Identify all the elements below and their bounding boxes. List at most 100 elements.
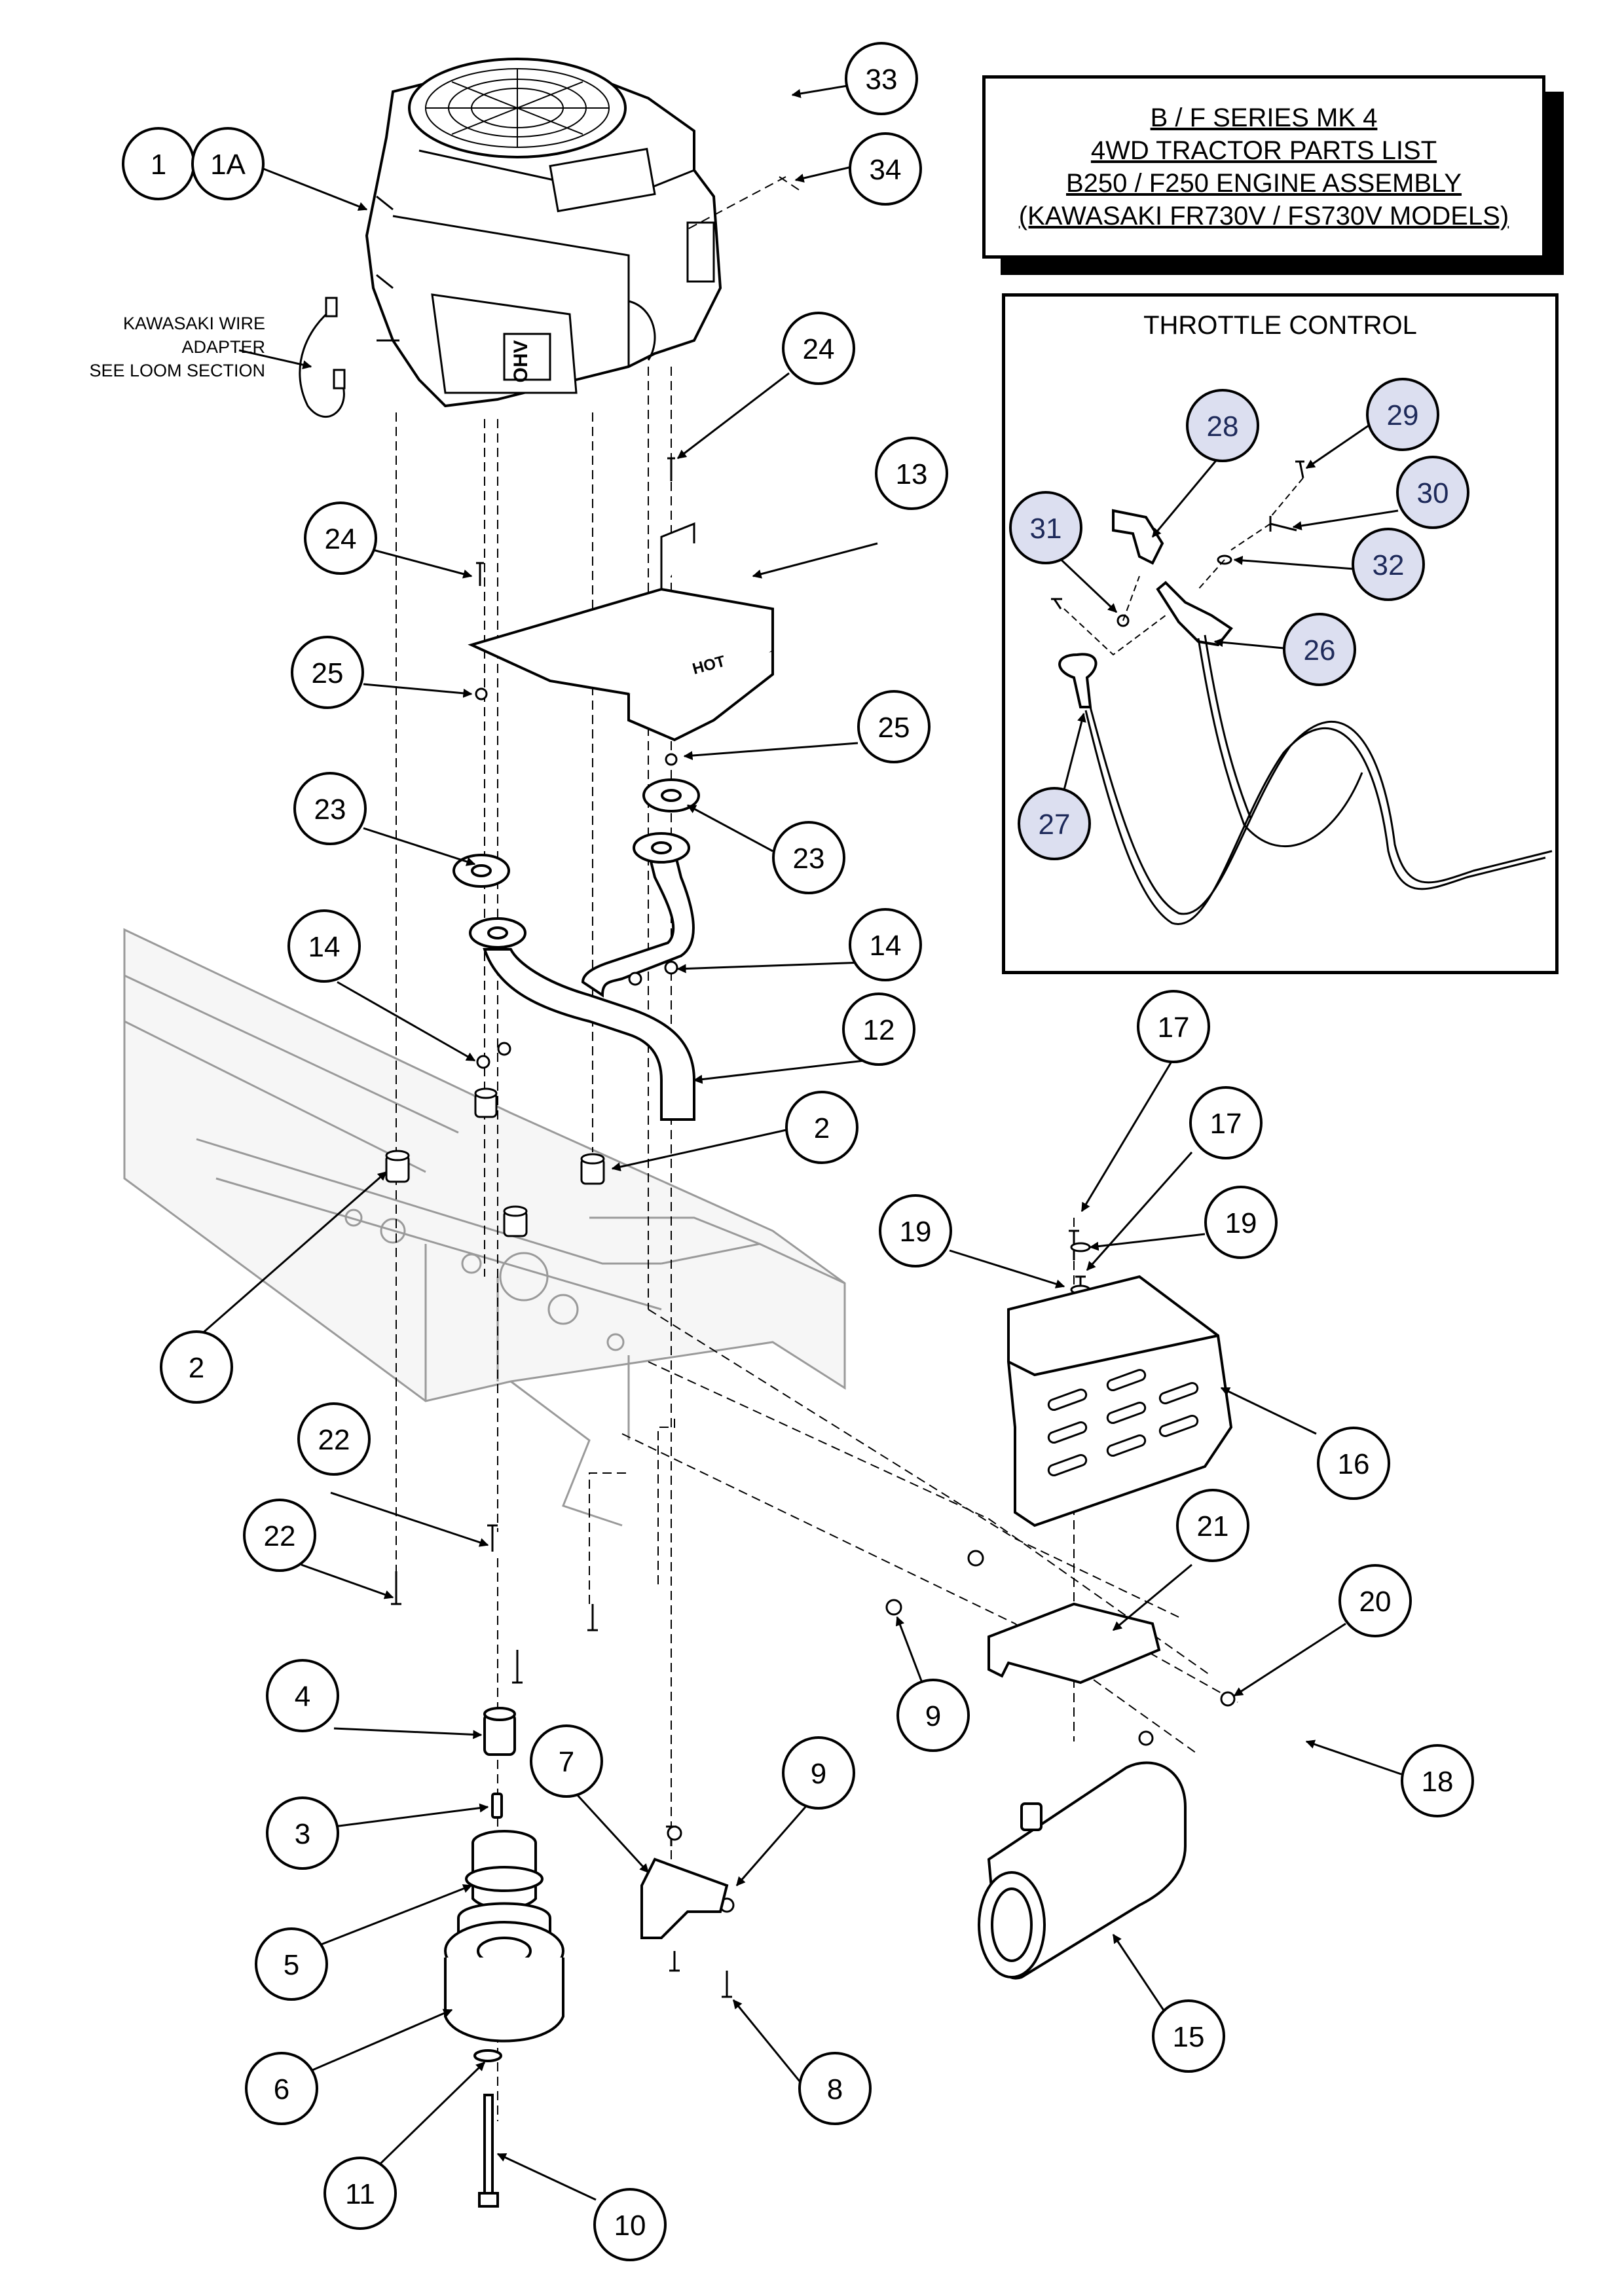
svg-text:1: 1: [151, 149, 166, 181]
callout-15: 15: [1152, 1999, 1225, 2073]
callout-7: 7: [530, 1724, 603, 1798]
svg-text:11: 11: [345, 2178, 375, 2210]
title-line-2: 4WD TRACTOR PARTS LIST: [1090, 136, 1437, 165]
muffler-guard: [1007, 1275, 1233, 1527]
callout-30: 30: [1396, 456, 1469, 529]
svg-text:14: 14: [308, 931, 341, 963]
wire-adapter: [299, 306, 345, 418]
svg-text:19: 19: [1225, 1207, 1257, 1239]
svg-text:17: 17: [1210, 1108, 1242, 1140]
svg-text:14: 14: [870, 930, 902, 962]
callout-23-left: 23: [293, 772, 367, 845]
svg-text:18: 18: [1422, 1766, 1454, 1798]
svg-text:29: 29: [1387, 399, 1419, 431]
callout-9-upper: 9: [782, 1736, 855, 1810]
muffler: [978, 1761, 1187, 1980]
callout-22-lower: 22: [243, 1499, 316, 1572]
callout-31: 31: [1009, 491, 1082, 564]
title-line-1: B / F SERIES MK 4: [1150, 103, 1378, 132]
title-box: B / F SERIES MK 4 4WD TRACTOR PARTS LIST…: [982, 75, 1545, 259]
engine: OHV: [365, 58, 722, 408]
svg-text:24: 24: [803, 333, 835, 365]
svg-text:4: 4: [295, 1681, 310, 1713]
svg-text:23: 23: [314, 793, 346, 826]
svg-text:2: 2: [189, 1352, 204, 1384]
callout-33: 33: [845, 42, 918, 115]
svg-text:8: 8: [827, 2073, 843, 2105]
callout-18: 18: [1401, 1744, 1474, 1817]
svg-text:9: 9: [811, 1758, 826, 1790]
callout-14-right: 14: [849, 908, 922, 981]
callout-12: 12: [842, 993, 915, 1066]
svg-text:20: 20: [1359, 1586, 1392, 1618]
chassis-frame: [123, 928, 846, 1527]
svg-text:6: 6: [274, 2073, 289, 2105]
callout-26: 26: [1283, 613, 1356, 686]
callout-19-left: 19: [879, 1194, 952, 1267]
svg-text:30: 30: [1417, 477, 1449, 509]
svg-text:12: 12: [863, 1014, 895, 1046]
muffler-bracket: [987, 1602, 1161, 1685]
svg-text:15: 15: [1173, 2021, 1205, 2053]
svg-text:27: 27: [1039, 809, 1071, 841]
inset-title: THROTTLE CONTROL: [1143, 311, 1417, 340]
svg-text:28: 28: [1207, 410, 1239, 443]
callout-19-right: 19: [1204, 1186, 1278, 1259]
callout-14-left: 14: [287, 909, 361, 983]
ohv-decal: OHV: [510, 340, 532, 382]
svg-text:26: 26: [1304, 634, 1336, 666]
callout-24-lower: 24: [304, 501, 377, 575]
callout-25-right: 25: [857, 690, 931, 763]
throttle-centerlines: [1063, 477, 1304, 656]
callout-25-left: 25: [291, 636, 364, 709]
callout-24-upper: 24: [782, 312, 855, 385]
title-line-3: B250 / F250 ENGINE ASSEMBLY: [1066, 169, 1462, 198]
svg-text:23: 23: [793, 843, 825, 875]
throttle-callout-bubbles: 28 29 30 31 32 26 27: [1009, 378, 1469, 860]
callout-20: 20: [1338, 1564, 1412, 1637]
clutch-assembly: [444, 1707, 564, 2208]
callout-23-right: 23: [772, 821, 845, 894]
callout-32: 32: [1352, 528, 1425, 601]
svg-text:19: 19: [900, 1216, 932, 1248]
throttle-control-drawing: [1051, 460, 1553, 926]
svg-text:13: 13: [896, 458, 928, 490]
wire-adapter-note: KAWASAKI WIRE ADAPTER SEE LOOM SECTION: [43, 312, 265, 382]
callout-4: 4: [266, 1659, 339, 1732]
svg-text:7: 7: [559, 1746, 574, 1778]
callout-1: 1: [122, 127, 195, 200]
callout-5: 5: [255, 1927, 328, 2001]
callout-22-upper: 22: [297, 1402, 371, 1476]
callout-28: 28: [1186, 389, 1259, 462]
svg-text:5: 5: [284, 1949, 299, 1981]
callout-34: 34: [849, 132, 922, 206]
callout-2-left: 2: [160, 1330, 233, 1404]
svg-text:21: 21: [1197, 1510, 1229, 1542]
callout-17-upper: 17: [1137, 990, 1210, 1063]
svg-text:33: 33: [866, 64, 898, 96]
callout-bubbles: 1 1A 33 34 24 13 24 25 25 23 23 14 14 12…: [122, 42, 1474, 2261]
svg-text:16: 16: [1338, 1448, 1370, 1480]
callout-11: 11: [323, 2157, 397, 2230]
svg-text:31: 31: [1030, 513, 1062, 545]
callout-3: 3: [266, 1796, 339, 1870]
svg-text:34: 34: [870, 154, 902, 186]
svg-text:3: 3: [295, 1818, 310, 1850]
callout-27: 27: [1018, 787, 1091, 860]
svg-text:22: 22: [264, 1520, 296, 1552]
svg-text:2: 2: [814, 1112, 830, 1144]
exhaust-pipe: [452, 778, 700, 1121]
spacers-and-fasteners: [385, 457, 1236, 1998]
callout-21: 21: [1176, 1489, 1249, 1562]
bracket-7: [640, 1857, 729, 1939]
svg-text:1A: 1A: [210, 149, 246, 181]
svg-text:17: 17: [1158, 1011, 1190, 1044]
title-line-4: (KAWASAKI FR730V / FS730V MODELS): [1018, 202, 1509, 230]
heat-shield: HOT: [468, 522, 774, 742]
note-line-2: SEE LOOM SECTION: [89, 361, 265, 380]
callout-29: 29: [1366, 378, 1439, 451]
callout-6: 6: [245, 2052, 318, 2125]
note-line-1: KAWASAKI WIRE ADAPTER: [122, 314, 265, 357]
callout-16: 16: [1317, 1427, 1390, 1500]
